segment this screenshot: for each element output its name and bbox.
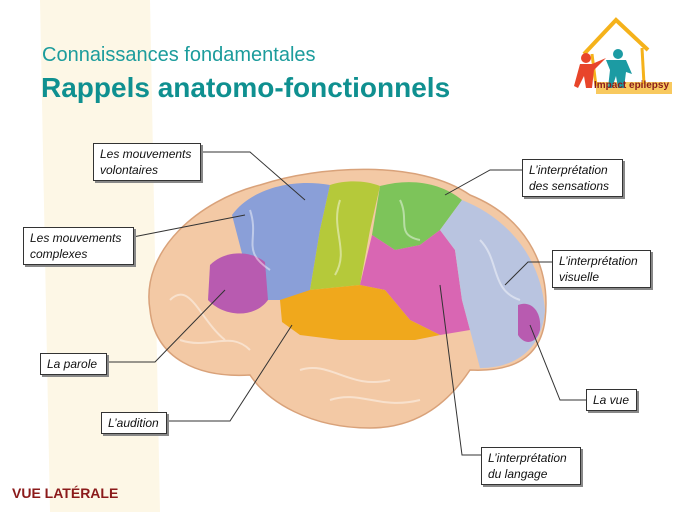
brain-sensory-assoc-region bbox=[360, 230, 470, 335]
label-audition: L’audition bbox=[101, 412, 167, 434]
label-line: complexes bbox=[30, 247, 88, 261]
view-label: VUE LATÉRALE bbox=[12, 485, 119, 501]
label-interpretation-langage: L’interprétation du langage bbox=[481, 447, 581, 485]
leader-lines bbox=[106, 151, 586, 456]
logo-text: Impact epilepsy bbox=[594, 80, 670, 91]
impact-epilepsy-logo bbox=[574, 17, 672, 94]
brain-sensory-region bbox=[372, 182, 462, 250]
label-line: Les mouvements bbox=[30, 231, 122, 245]
label-interpretation-sensations: L’interprétation des sensations bbox=[522, 159, 623, 197]
brain-auditory-region bbox=[280, 285, 440, 340]
label-mouvements-volontaires: Les mouvements volontaires bbox=[93, 143, 201, 181]
slide-title: Rappels anatomo-fonctionnels bbox=[41, 72, 451, 103]
label-line: des sensations bbox=[529, 179, 610, 193]
label-parole: La parole bbox=[40, 353, 107, 375]
label-line: L’interprétation bbox=[529, 163, 608, 177]
brain-motor-strip bbox=[310, 181, 380, 290]
label-line: L’interprétation bbox=[488, 451, 567, 465]
brain-broca-region bbox=[208, 253, 268, 314]
label-vue: La vue bbox=[586, 389, 637, 411]
label-interpretation-visuelle: L’interprétation visuelle bbox=[552, 250, 651, 288]
label-line: visuelle bbox=[559, 270, 600, 284]
label-line: Les mouvements bbox=[100, 147, 192, 161]
slide-subtitle: Connaissances fondamentales bbox=[42, 44, 316, 66]
brain-visual-cortex bbox=[518, 303, 541, 342]
label-mouvements-complexes: Les mouvements complexes bbox=[23, 227, 134, 265]
label-line: volontaires bbox=[100, 163, 159, 177]
label-line: L’interprétation bbox=[559, 254, 638, 268]
label-line: du langage bbox=[488, 467, 548, 481]
